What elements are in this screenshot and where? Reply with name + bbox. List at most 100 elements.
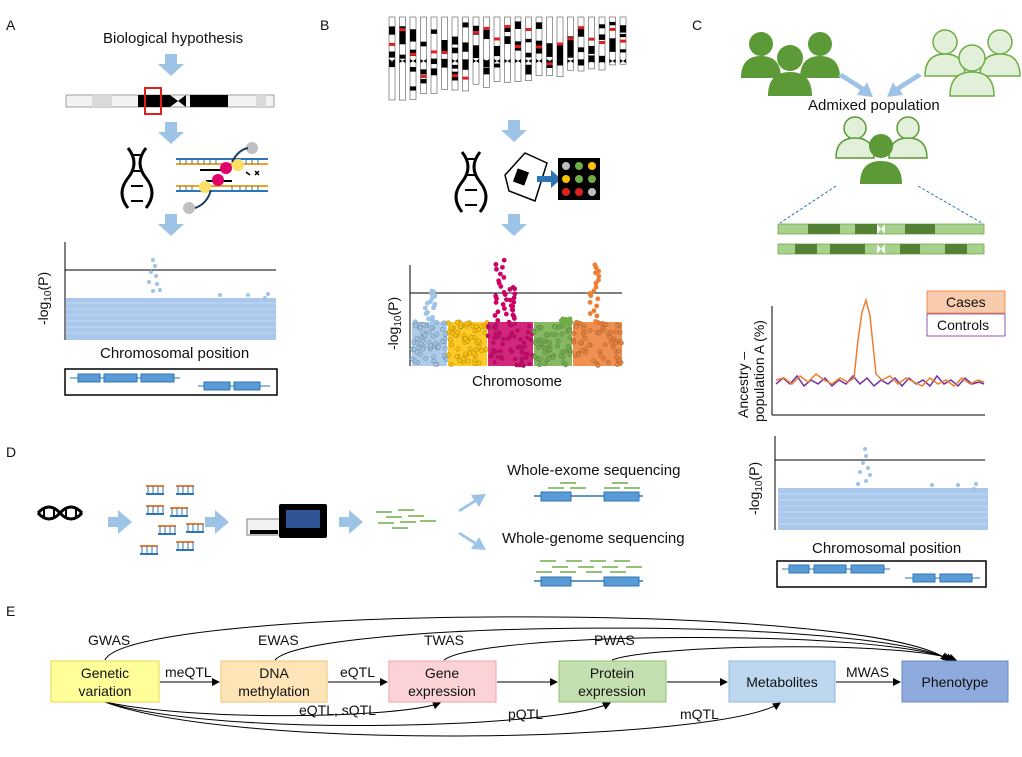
peak-dot (588, 293, 594, 299)
chromosome-band (420, 42, 427, 47)
manhattan-dot (509, 330, 515, 336)
manhattan-dot (543, 332, 549, 338)
node-genetic-variation: Genetic variation (50, 660, 160, 703)
protein-expression-line1: Protein (590, 665, 634, 681)
manhattan-dot (542, 350, 548, 356)
chromosome-band (431, 29, 437, 34)
metabolites-label: Metabolites (746, 674, 818, 690)
variant-marker (462, 76, 469, 80)
peak-dot (595, 296, 601, 302)
peak-dot (587, 311, 593, 316)
right-arrow-d2 (205, 510, 229, 534)
centromere (609, 59, 616, 63)
peak-dot (494, 296, 499, 301)
chromosome-band (515, 41, 521, 46)
chromosome-band (494, 45, 500, 50)
manhattan-dot (482, 330, 488, 335)
manhattan-dot (614, 355, 619, 360)
chromosome-band (399, 54, 406, 59)
panel-b: B -log10(P) Chromosome (320, 16, 627, 390)
manhattan-dot (595, 363, 601, 368)
edges (104, 616, 957, 737)
ylabel-b: -log10(P) (385, 297, 404, 350)
manhattan-dot (426, 329, 432, 335)
chromosome-bar (483, 16, 490, 88)
chromosome-band (399, 37, 406, 45)
manhattan-dot (489, 351, 495, 357)
variant-marker (452, 74, 458, 78)
panel-a-letter: A (6, 17, 16, 33)
peak-dot (494, 266, 499, 272)
manhattan-dot (414, 336, 420, 341)
chromosome-band (546, 51, 553, 57)
variant-marker (473, 30, 479, 34)
chromosome-bar (588, 16, 595, 70)
manhattan-dot (476, 327, 482, 332)
manhattan-dot (546, 355, 552, 361)
variant-marker (420, 75, 427, 79)
right-arrow-d3 (339, 510, 363, 534)
manhattan-dot (607, 334, 613, 340)
manhattan-dot (485, 333, 491, 339)
panel-d-letter: D (6, 444, 16, 460)
centromere (504, 59, 511, 63)
chromosome-band (494, 63, 500, 68)
genetic-variation-box (50, 660, 160, 703)
chromosome-bar (525, 16, 532, 81)
centromere (525, 59, 532, 63)
peak-dot (594, 303, 600, 309)
wes-label: Whole-exome sequencing (507, 462, 680, 479)
manhattan-dot (617, 329, 623, 335)
chromosome-band (525, 64, 532, 69)
peak-dot (591, 308, 597, 314)
manhattan-dot (591, 358, 597, 364)
centromere (494, 59, 500, 63)
variant-marker (578, 26, 584, 30)
xlabel-c: Chromosomal position (812, 540, 961, 557)
peak-dot (593, 265, 599, 271)
centromere (420, 59, 427, 63)
chromosome-bar (388, 16, 396, 101)
chromosome-band (483, 35, 490, 40)
peak-dot (497, 271, 503, 277)
manhattan-dot (476, 360, 482, 366)
chromosome-band (483, 67, 490, 72)
manhattan-dot (440, 327, 445, 332)
chromosome-band (567, 49, 574, 53)
manhattan-dot (512, 356, 518, 362)
chromosome-band (431, 68, 437, 76)
arrow-pop-b (887, 73, 922, 97)
ancestry-ylabel: Ancestry –population A (%) (735, 320, 767, 422)
chromosome-band (462, 44, 469, 52)
protein-expression-line2: expression (578, 683, 646, 699)
dna-icon (120, 147, 154, 209)
peak-dot (430, 318, 436, 324)
chromosome-band (578, 48, 584, 53)
manhattan-dot (552, 324, 557, 329)
chromosome-band (452, 47, 458, 54)
chromosome-band (546, 43, 553, 52)
manhattan-dot (559, 331, 565, 337)
manhattan-dot (495, 354, 500, 360)
manhattan-dot (515, 344, 520, 350)
manhattan-dot (581, 326, 587, 332)
centromere (546, 59, 553, 63)
gene-expression-line2: expression (408, 683, 476, 699)
manhattan-dot (485, 323, 491, 329)
panel-c-letter: C (692, 17, 702, 33)
panel-e-letter: E (6, 603, 15, 619)
manhattan-dot (528, 337, 534, 343)
peak-dot (593, 319, 599, 324)
centromere (515, 59, 521, 63)
peak-dot (560, 320, 566, 326)
manhattan-dot (527, 361, 532, 367)
edge-eqtl: eQTL (340, 664, 375, 680)
manhattan-dot (619, 340, 624, 346)
edge-twas: TWAS (424, 632, 464, 648)
manhattan-dot (507, 334, 513, 340)
peak-dot (511, 299, 517, 305)
peak-dot (506, 319, 512, 325)
chromosome-band (620, 33, 626, 38)
sequencer-icon (246, 504, 327, 538)
dna-horizontal-icon (36, 505, 84, 521)
